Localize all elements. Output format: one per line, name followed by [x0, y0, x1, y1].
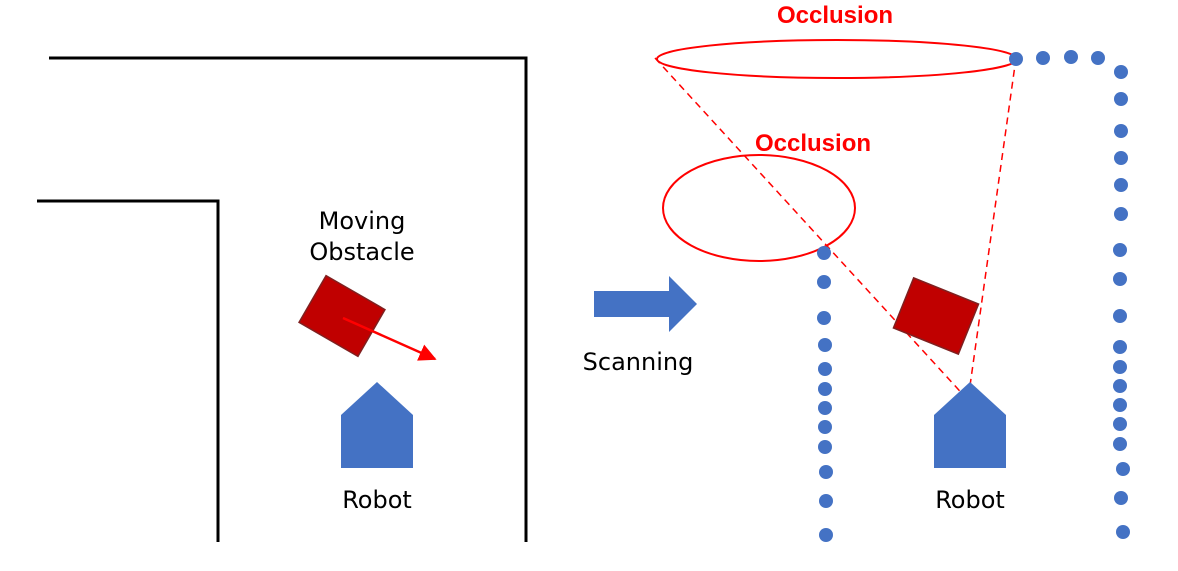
scan-point — [819, 494, 833, 508]
scan-point — [818, 382, 832, 396]
scan-point — [817, 311, 831, 325]
sight-line-left — [654, 57, 969, 401]
scan-point — [1113, 309, 1127, 323]
scan-point — [818, 420, 832, 434]
moving-obstacle-label-line1: Moving — [319, 207, 406, 235]
scan-points — [817, 50, 1130, 542]
sight-line-right — [967, 57, 1017, 401]
inner-wall — [37, 199, 220, 542]
scan-point — [1114, 491, 1128, 505]
robot-left — [341, 382, 413, 468]
scan-point — [1113, 437, 1127, 451]
scan-point — [1114, 151, 1128, 165]
motion-arrow — [342, 316, 437, 361]
scan-point — [817, 275, 831, 289]
scan-point — [1113, 360, 1127, 374]
scan-point — [1036, 51, 1050, 65]
scan-point — [1116, 525, 1130, 539]
robot-left-label: Robot — [342, 486, 412, 514]
outer-wall — [49, 56, 528, 542]
scan-point — [1064, 50, 1078, 64]
scan-point — [818, 440, 832, 454]
scan-point — [1114, 92, 1128, 106]
scan-point — [817, 246, 831, 260]
scanning-label: Scanning — [583, 348, 694, 376]
moving-obstacle-label-line2: Obstacle — [309, 238, 414, 266]
scan-point — [1114, 124, 1128, 138]
scan-point — [819, 465, 833, 479]
scan-point — [1113, 272, 1127, 286]
scan-point — [1009, 52, 1023, 66]
scan-point — [1114, 178, 1128, 192]
scan-point — [818, 362, 832, 376]
scan-point — [1113, 417, 1127, 431]
scan-point — [1114, 65, 1128, 79]
occlusion-label-middle: Occlusion — [755, 130, 871, 157]
scan-point — [1113, 398, 1127, 412]
scanning-transition: Scanning — [583, 276, 697, 376]
scan-point — [819, 528, 833, 542]
right-scan-result: Occlusion Occlusion Robot — [654, 2, 1130, 542]
moving-obstacle-left — [298, 274, 386, 358]
occlusion-region-middle — [662, 154, 856, 262]
scanning-arrow-icon — [594, 276, 697, 332]
scan-point — [818, 401, 832, 415]
robot-right-label: Robot — [935, 486, 1005, 514]
scan-point — [1113, 243, 1127, 257]
scan-point — [1113, 340, 1127, 354]
scan-point — [1114, 207, 1128, 221]
scan-point — [818, 338, 832, 352]
scan-point — [1113, 379, 1127, 393]
moving-obstacle-right — [892, 276, 980, 356]
scan-point — [1116, 462, 1130, 476]
robot-right — [934, 382, 1006, 468]
occlusion-label-top: Occlusion — [777, 2, 893, 29]
scan-point — [1091, 51, 1105, 65]
left-environment: Moving Obstacle Robot — [37, 56, 528, 542]
occlusion-region-top — [656, 39, 1018, 79]
